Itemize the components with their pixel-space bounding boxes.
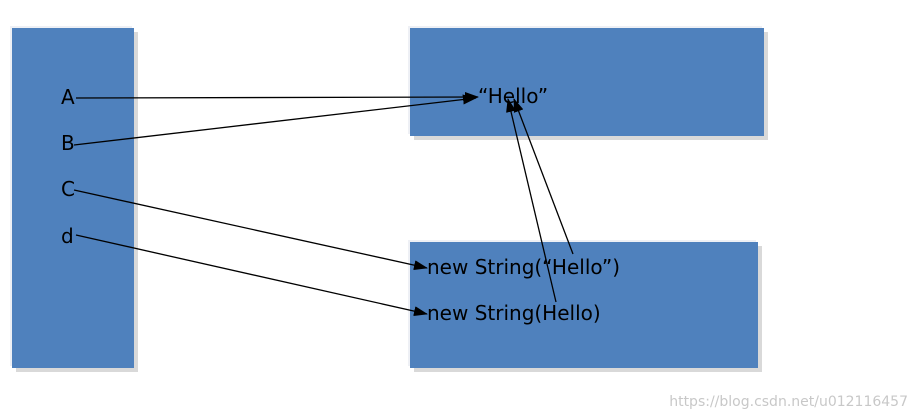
watermark-text: https://blog.csdn.net/u012116457	[669, 394, 908, 410]
variable-a-label: A	[61, 85, 75, 109]
variable-c-label: C	[61, 177, 75, 201]
hello-literal-label: “Hello”	[478, 84, 549, 108]
heap-object-1-label: new String(“Hello”)	[427, 255, 621, 279]
variable-d-label: d	[61, 224, 74, 248]
heap-object-2-label: new String(Hello)	[427, 301, 601, 325]
heap-region	[410, 242, 758, 368]
string-pool-region	[410, 28, 764, 136]
variable-b-label: B	[61, 131, 75, 155]
